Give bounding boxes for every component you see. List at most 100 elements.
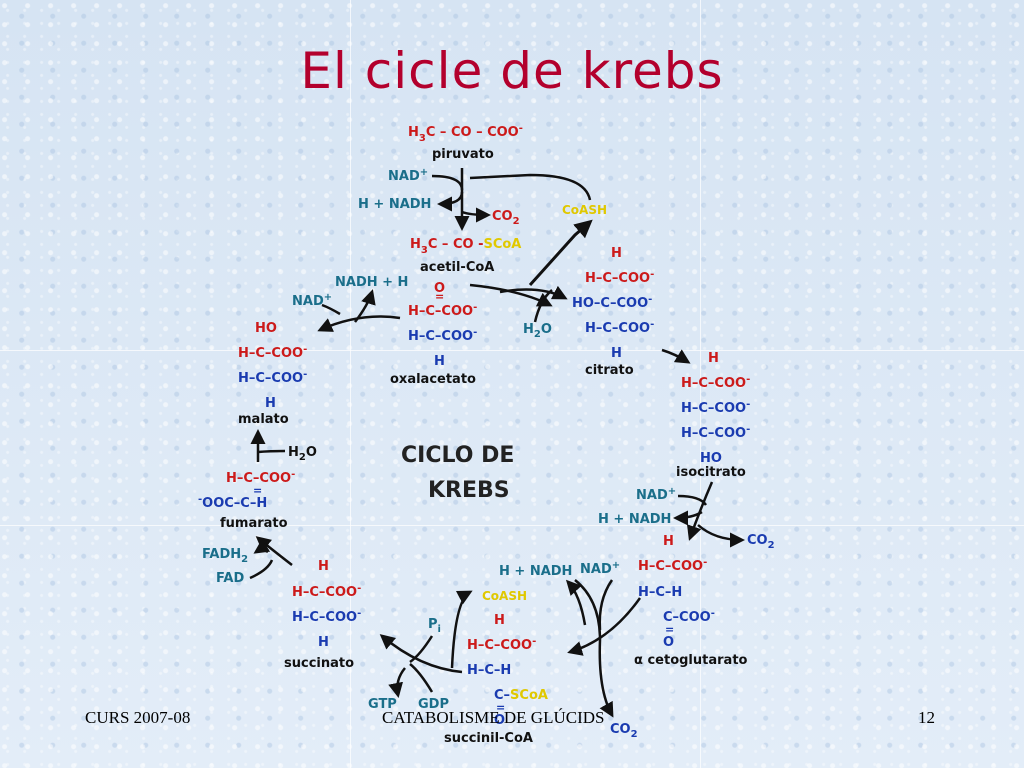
coash-top-label: CoASH xyxy=(562,203,607,217)
nadh-h-label: NADH + H xyxy=(335,275,408,290)
oxalacetato-label: oxalacetato xyxy=(390,372,476,387)
keto-r3: C–COO- xyxy=(663,608,715,625)
succ-h: H xyxy=(318,559,329,574)
iso-r2: H–C–COO- xyxy=(681,399,750,416)
arrow-nad-bottom-in xyxy=(598,579,614,631)
succ-h2: H xyxy=(318,635,329,650)
acetil-formula: H3C – CO -SCoA xyxy=(410,237,521,256)
iso-ho: HO xyxy=(700,451,722,466)
arrow-nad-right-in xyxy=(677,494,708,506)
sc-eq: = xyxy=(496,701,505,714)
footer-page-number: 12 xyxy=(918,708,935,727)
cetoglutarato-label: α cetoglutarato xyxy=(634,653,748,668)
arrow-coash-out xyxy=(450,590,473,669)
citrato-label: citrato xyxy=(585,363,634,378)
sc-r1: H–C–COO- xyxy=(467,636,536,653)
gdp-label: GDP xyxy=(418,697,449,712)
iso-r3: H–C–COO- xyxy=(681,424,750,441)
citr-r2: HO–C–COO- xyxy=(572,294,652,311)
nad-right-label: NAD+ xyxy=(636,486,676,503)
background-gridline xyxy=(350,0,351,768)
nad-left-label: NAD+ xyxy=(292,292,332,309)
succ-r1: H–C–COO- xyxy=(292,583,361,600)
arrow-nadh-bottom-out xyxy=(565,579,587,626)
h-nadh-right-label: H + NADH xyxy=(598,512,671,527)
fad-label: FAD xyxy=(216,571,244,586)
iso-h: H xyxy=(708,351,719,366)
oxal-h: H xyxy=(434,354,445,369)
co2-top-label: CO2 xyxy=(492,209,520,227)
background-gridline xyxy=(0,350,1024,351)
coash-bottom-label: CoASH xyxy=(482,589,527,603)
arrow-oxaloacetate-to-citrate xyxy=(499,285,568,300)
mal-ho: HO xyxy=(255,321,277,336)
arrow-succinate-to-fumarate xyxy=(255,536,293,566)
succ-r2: H–C–COO- xyxy=(292,608,361,625)
arrow-gtp-out xyxy=(388,667,406,698)
arrow-nadh-branch xyxy=(354,289,376,323)
background-gridline xyxy=(0,525,1024,526)
arrow-fadh2-out xyxy=(253,539,271,554)
fumarato-label: fumarato xyxy=(220,516,288,531)
arrow-nad-in xyxy=(431,174,464,191)
h-nadh-bottom-label: H + NADH xyxy=(499,564,572,579)
arrow-gdp-in xyxy=(409,663,434,693)
sc-r2: H–C–H xyxy=(467,663,511,678)
keto-eq: = xyxy=(665,623,674,636)
h2o-left-label: H2O xyxy=(288,445,317,463)
arrow-fad-in xyxy=(249,559,274,580)
oxal-r1: H–C–COO- xyxy=(408,302,477,319)
sc-r3: C–SCoA xyxy=(494,688,548,703)
mal-r1: H–C–COO- xyxy=(238,344,307,361)
arrow-coash-bottom-in xyxy=(574,579,602,641)
mal-h: H xyxy=(265,396,276,411)
arrow-nadh-out xyxy=(437,191,464,212)
co2-right-label: CO2 xyxy=(747,533,775,551)
keto-h: H xyxy=(663,534,674,549)
arrow-pi-in xyxy=(409,635,434,664)
iso-r1: H–C–COO- xyxy=(681,374,750,391)
keto-r1: H–C–COO- xyxy=(638,557,707,574)
sc-o: O xyxy=(494,713,505,728)
citr-h2: H xyxy=(611,346,622,361)
succinil-label: succinil-CoA xyxy=(444,731,533,746)
malato-label: malato xyxy=(238,412,289,427)
oxal-eq: = xyxy=(435,290,444,303)
citr-r3: H–C–COO- xyxy=(585,319,654,336)
isocitrato-label: isocitrato xyxy=(676,465,746,480)
nad-top-label: NAD+ xyxy=(388,167,428,184)
arrow-citrate-to-isocitrate xyxy=(661,348,691,364)
arrow-nadh-right-out xyxy=(673,510,703,526)
oxal-r2: H–C–COO- xyxy=(408,327,477,344)
co2-bottom-label: CO2 xyxy=(610,722,638,740)
arrow-acetyl-to-citrate xyxy=(469,283,553,307)
arrow-coash-return xyxy=(469,173,592,201)
arrow-isocitrate-to-ketoglutarate xyxy=(686,481,714,541)
fum-eq: = xyxy=(253,484,262,497)
oxal-o: O xyxy=(434,281,445,296)
footer-topic: CATABOLISME DE GLÚCIDS xyxy=(382,708,605,727)
piruvato-label: piruvato xyxy=(432,147,494,162)
arrow-ketoglutarate-to-succinylcoa xyxy=(567,597,642,656)
h2o-mid-label: H2O xyxy=(523,322,552,340)
h-nadh-top-label: H + NADH xyxy=(358,197,431,212)
citr-h: H xyxy=(611,246,622,261)
fadh2-label: FADH2 xyxy=(202,547,248,565)
arrow-co2-right-out xyxy=(697,524,745,548)
fum-r2: -OOC–C–H xyxy=(198,494,267,511)
succinato-label: succinato xyxy=(284,656,354,671)
arrow-coash-loop xyxy=(528,219,593,287)
nad-bottom-label: NAD+ xyxy=(580,560,620,577)
acetil-label: acetil-CoA xyxy=(420,260,494,275)
gtp-label: GTP xyxy=(368,697,397,712)
arrow-malate-to-oxaloacetate xyxy=(317,315,401,332)
arrow-h2o-in xyxy=(533,289,553,323)
keto-r2: H–C–H xyxy=(638,585,682,600)
background-gridline xyxy=(700,0,701,768)
fum-r1: H–C–COO- xyxy=(226,469,295,486)
keto-o: O xyxy=(663,635,674,650)
center-title-line1: CICLO DE xyxy=(401,443,514,468)
pi-label: Pi xyxy=(428,617,441,635)
arrow-succinylcoa-to-succinate xyxy=(379,634,463,674)
